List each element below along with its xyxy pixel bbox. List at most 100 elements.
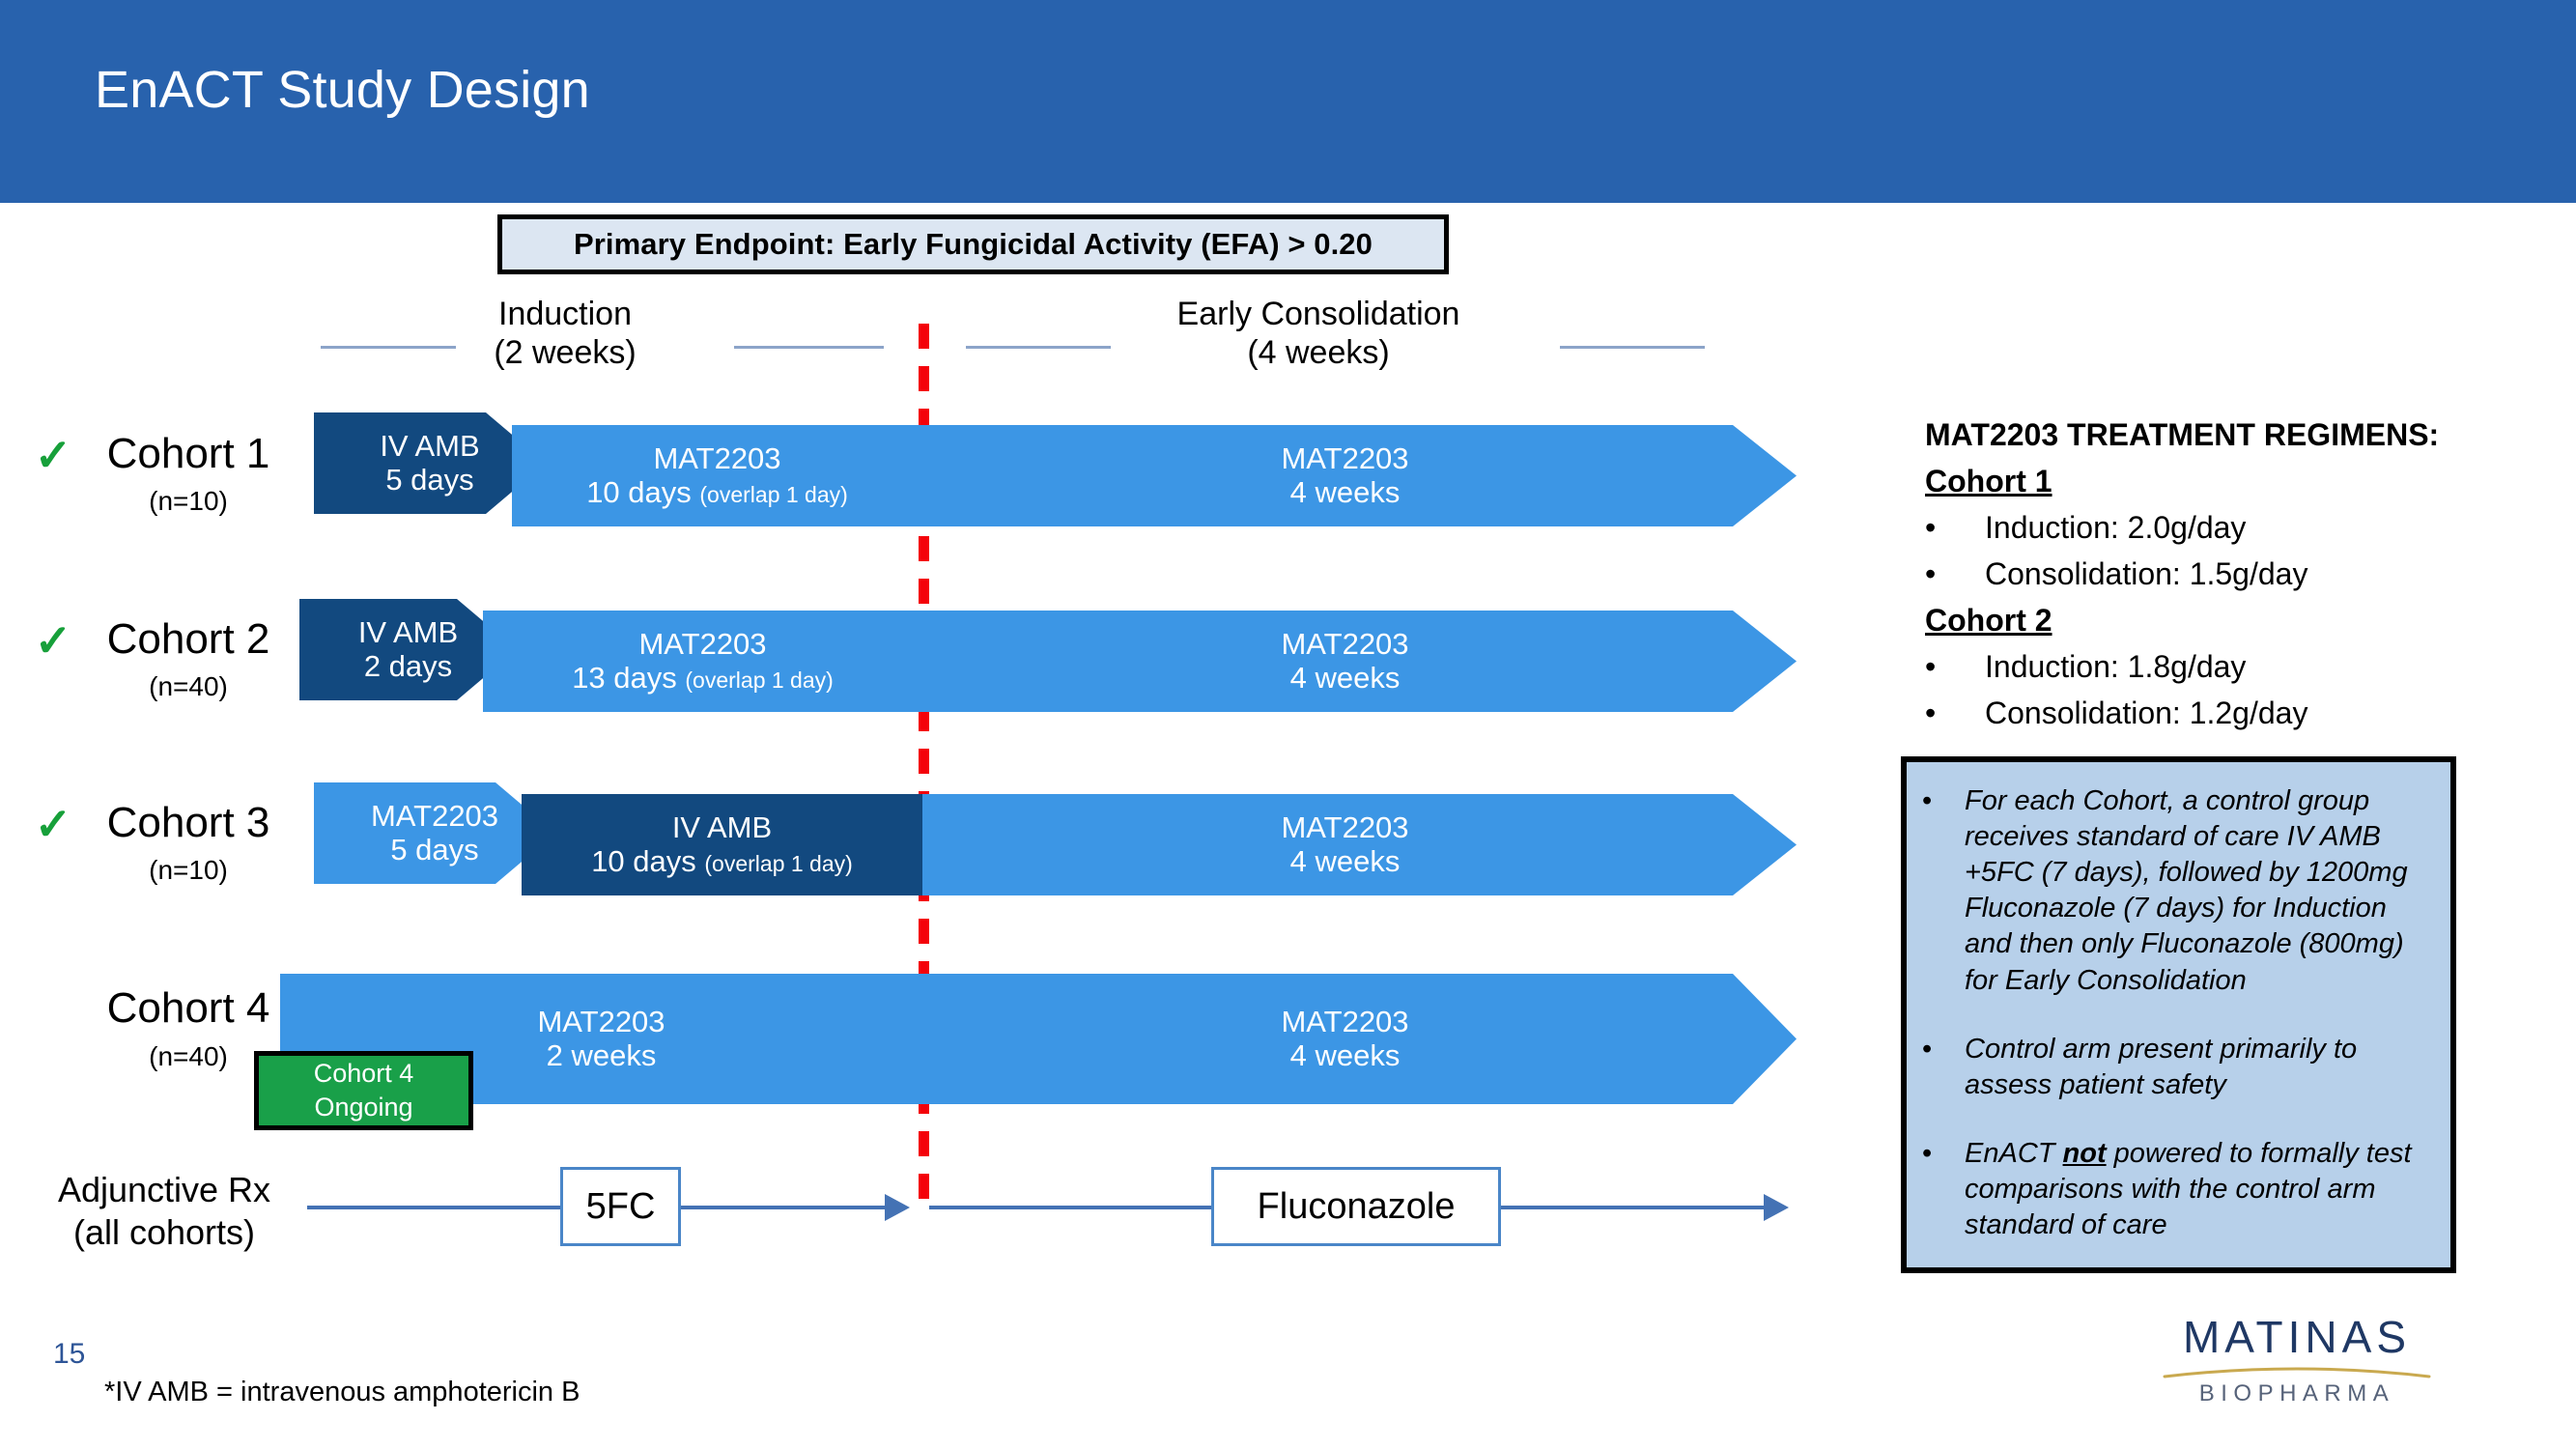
cohort-enrollment: (n=10): [149, 486, 228, 516]
segment-duration: 10 days: [586, 474, 692, 509]
page-number: 15: [53, 1338, 86, 1370]
cohort-name: Cohort 1: [106, 430, 270, 477]
induction-segment: MAT2203 10 days (overlap 1 day): [512, 425, 922, 526]
segment-drug: MAT2203: [1281, 1004, 1409, 1038]
segment-drug: MAT2203: [370, 798, 499, 833]
segment-drug: IV AMB: [671, 810, 773, 844]
segment-drug: IV AMB: [380, 428, 480, 463]
adjunctive-rx-label: Adjunctive Rx (all cohorts): [34, 1169, 295, 1254]
regimen-item: • Induction: 2.0g/day: [1925, 510, 2246, 546]
footnote: *IV AMB = intravenous amphotericin B: [104, 1377, 580, 1407]
adjunctive-line-segment: [929, 1206, 1211, 1209]
bullet-icon: •: [1922, 1033, 1933, 1065]
regimen-item: •Consolidation: 1.5g/day: [1925, 556, 2307, 592]
segment-duration: 2 days: [363, 648, 453, 683]
bullet-icon: •: [1925, 510, 1937, 545]
adjunctive-line-segment: [681, 1206, 885, 1209]
cohort-name: Cohort 3: [106, 799, 270, 846]
segment-note: (overlap 1 day): [699, 481, 848, 507]
segment-duration: 5 days: [390, 832, 479, 867]
induction-name: Induction: [498, 296, 632, 332]
logo-arc-icon: [2157, 1363, 2437, 1378]
segment-note: (overlap 1 day): [704, 850, 853, 876]
cohort-complete-check-icon: ✓: [34, 799, 72, 849]
segment-duration: 4 weeks: [1289, 1037, 1401, 1072]
segment-duration: 4 weeks: [1289, 660, 1401, 695]
regimen-item-text: Induction: 2.0g/day: [1985, 510, 2247, 545]
regimen-item-text: Induction: 1.8g/day: [1985, 649, 2247, 684]
control-group-info-box: • For each Cohort, a control group recei…: [1901, 756, 2456, 1273]
adjunctive-drug-box-fluconazole: Fluconazole: [1211, 1167, 1501, 1246]
consolidation-segment: MAT2203 4 weeks: [922, 974, 1797, 1104]
segment-duration: 2 weeks: [546, 1037, 657, 1072]
consolidation-name: Early Consolidation: [1176, 296, 1460, 332]
segment-duration: 4 weeks: [1289, 843, 1401, 878]
bullet-icon: •: [1922, 785, 1933, 816]
info-item: • Control arm present primarily to asses…: [1922, 1032, 2431, 1103]
company-logo: MATINAS BIOPHARMA: [2157, 1311, 2437, 1407]
segment-duration: 13 days: [572, 660, 677, 695]
adjunctive-drug-label: 5FC: [585, 1185, 656, 1227]
adjunctive-line-segment: [307, 1206, 560, 1209]
consolidation-segment: MAT2203 4 weeks: [922, 794, 1797, 895]
primary-endpoint-box: Primary Endpoint: Early Fungicidal Activ…: [497, 214, 1449, 274]
consolidation-duration: (4 weeks): [1247, 334, 1390, 372]
regimen-group-heading: Cohort 2: [1925, 603, 2052, 638]
regimen-item: • Consolidation: 1.2g/day: [1925, 696, 2307, 731]
segment-note: (overlap 1 day): [685, 667, 834, 693]
segment-drug: MAT2203: [638, 626, 767, 661]
info-item-text: EnACT not powered to formally test compa…: [1965, 1137, 2412, 1241]
induction-segment: IV AMB 10 days (overlap 1 day): [522, 794, 922, 895]
segment-drug: MAT2203: [653, 440, 781, 475]
page-title: EnACT Study Design: [95, 61, 590, 119]
phase-header-induction: Induction (2 weeks): [425, 295, 705, 372]
cohort-enrollment: (n=40): [149, 1041, 228, 1071]
regimen-item: • Induction: 1.8g/day: [1925, 649, 2246, 685]
phase-rule-mid-right: [966, 346, 1111, 349]
induction-segment: IV AMB 5 days: [314, 412, 546, 514]
adjunctive-arrowhead-icon: [1764, 1194, 1789, 1221]
phase-header-consolidation: Early Consolidation (4 weeks): [1091, 295, 1545, 372]
induction-segment: MAT2203 5 days: [314, 782, 555, 884]
regimen-group-heading: Cohort 1: [1925, 464, 2052, 498]
bullet-icon: •: [1925, 556, 1937, 591]
bullet-icon: •: [1925, 696, 1937, 730]
logo-subtitle: BIOPHARMA: [2198, 1380, 2395, 1406]
regimens-title: MAT2203 TREATMENT REGIMENS:: [1925, 417, 2440, 452]
header-band: [0, 0, 2576, 203]
primary-endpoint-text: Primary Endpoint: Early Fungicidal Activ…: [573, 227, 1373, 261]
segment-duration: 5 days: [385, 462, 474, 497]
info-item: • EnACT not powered to formally test com…: [1922, 1136, 2431, 1243]
adjunctive-line-segment: [1501, 1206, 1764, 1209]
phase-divider-line: [919, 324, 929, 1212]
segment-drug: MAT2203: [1281, 626, 1409, 661]
segment-drug: MAT2203: [1281, 440, 1409, 475]
phase-rule-left: [321, 346, 456, 349]
segment-drug: IV AMB: [357, 614, 459, 649]
cohort-ongoing-badge: Cohort 4 Ongoing: [254, 1051, 473, 1130]
phase-rule-mid-left: [734, 346, 884, 349]
logo-wordmark: MATINAS: [2182, 1312, 2412, 1362]
consolidation-segment: MAT2203 4 weeks: [922, 425, 1797, 526]
cohort-enrollment: (n=10): [149, 855, 228, 885]
cohort-complete-check-icon: ✓: [34, 615, 72, 666]
phase-rule-right: [1560, 346, 1705, 349]
segment-drug: MAT2203: [1281, 810, 1409, 844]
adjunctive-drug-label: Fluconazole: [1257, 1185, 1456, 1227]
bullet-icon: •: [1925, 649, 1937, 684]
badge-line-2: Ongoing: [314, 1093, 413, 1122]
cohort-enrollment: (n=40): [149, 671, 228, 701]
cohort-name: Cohort 4: [106, 984, 270, 1032]
induction-segment: MAT2203 13 days (overlap 1 day): [483, 611, 922, 712]
consolidation-segment: MAT2203 4 weeks: [922, 611, 1797, 712]
segment-duration: 4 weeks: [1289, 474, 1401, 509]
segment-duration: 10 days: [591, 843, 696, 878]
regimen-item-text: Consolidation: 1.2g/day: [1985, 696, 2308, 730]
info-item-text: Control arm present primarily to assess …: [1965, 1033, 2358, 1100]
induction-duration: (2 weeks): [494, 334, 637, 372]
info-item-text: For each Cohort, a control group receive…: [1965, 785, 2408, 996]
segment-drug: MAT2203: [537, 1004, 665, 1038]
adjunctive-rx-label-line2: (all cohorts): [72, 1211, 256, 1252]
cohort-name: Cohort 2: [106, 615, 270, 663]
info-item: • For each Cohort, a control group recei…: [1922, 783, 2431, 999]
